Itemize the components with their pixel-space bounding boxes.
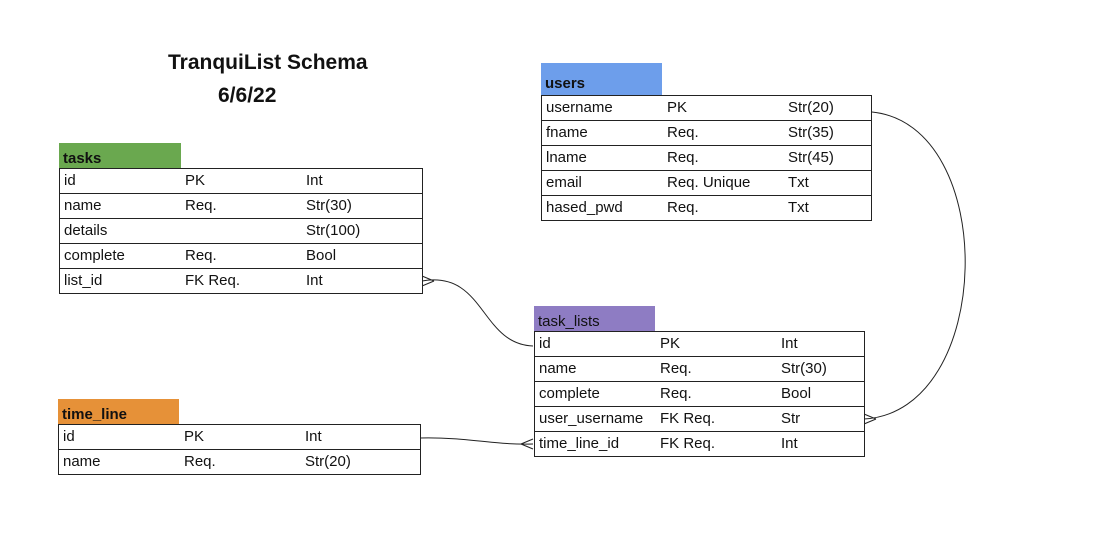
field-type: Txt [788, 174, 809, 191]
field-constraint: Req. [667, 199, 699, 216]
diagram-date: 6/6/22 [218, 84, 277, 107]
table-row: time_line_id FK Req. Int [535, 432, 864, 457]
table-row: user_username FK Req. Str [535, 407, 864, 432]
entity-header-users: users [541, 63, 662, 95]
field-name: complete [539, 385, 600, 402]
field-type: Bool [306, 247, 337, 264]
field-constraint: Req. [185, 247, 217, 264]
table-row: fname Req. Str(35) [542, 121, 871, 146]
field-constraint: PK [660, 335, 681, 352]
crowfoot-task-lists-time-line-id [520, 438, 534, 450]
field-constraint: Req. [660, 385, 692, 402]
field-constraint: FK Req. [185, 272, 241, 289]
table-row: complete Req. Bool [535, 382, 864, 407]
table-row: name Req. Str(30) [535, 357, 864, 382]
entity-rows-time-line: id PK Int name Req. Str(20) [58, 424, 421, 475]
field-type: Str(35) [788, 124, 834, 141]
field-name: name [64, 197, 102, 214]
field-constraint: Req. [667, 124, 699, 141]
field-type: Int [305, 428, 322, 445]
field-name: email [546, 174, 582, 191]
field-type: Txt [788, 199, 809, 216]
table-row: name Req. Str(20) [59, 450, 420, 475]
table-row: id PK Int [60, 169, 422, 194]
field-name: fname [546, 124, 588, 141]
field-constraint: PK [185, 172, 206, 189]
table-row: id PK Int [535, 332, 864, 357]
entity-header-time-line: time_line [58, 399, 179, 424]
field-name: list_id [64, 272, 103, 289]
field-type: Int [781, 435, 798, 452]
table-row: email Req. Unique Txt [542, 171, 871, 196]
field-type: Int [781, 335, 798, 352]
field-name: id [64, 172, 76, 189]
field-constraint: FK Req. [660, 410, 716, 427]
field-type: Str(20) [305, 453, 351, 470]
field-type: Str [781, 410, 801, 427]
table-row: details Str(100) [60, 219, 422, 244]
table-row: name Req. Str(30) [60, 194, 422, 219]
field-type: Str(30) [306, 197, 352, 214]
table-row: hased_pwd Req. Txt [542, 196, 871, 221]
field-name: id [63, 428, 75, 445]
table-row: username PK Str(20) [542, 96, 871, 121]
table-row: id PK Int [59, 425, 420, 450]
field-type: Bool [781, 385, 812, 402]
field-type: Str(30) [781, 360, 827, 377]
field-type: Int [306, 172, 323, 189]
field-name: id [539, 335, 551, 352]
field-constraint: Req. [667, 149, 699, 166]
field-name: details [64, 222, 108, 239]
field-type: Str(45) [788, 149, 834, 166]
relationship-time-line-task-lists [419, 437, 534, 445]
table-row: lname Req. Str(45) [542, 146, 871, 171]
field-name: name [539, 360, 577, 377]
field-constraint: Req. [185, 197, 217, 214]
diagram-title: TranquiList Schema [168, 51, 368, 74]
table-row: complete Req. Bool [60, 244, 422, 269]
field-constraint: PK [667, 99, 688, 116]
field-name: lname [546, 149, 587, 166]
field-constraint: Req. Unique [667, 174, 751, 191]
field-name: hased_pwd [546, 199, 623, 216]
entity-header-task-lists: task_lists [534, 306, 655, 331]
field-name: name [63, 453, 101, 470]
field-constraint: FK Req. [660, 435, 716, 452]
crowfoot-tasks-list-id [421, 275, 435, 287]
relationship-tasks-task-lists [421, 279, 534, 347]
table-row: list_id FK Req. Int [60, 269, 422, 294]
field-name: user_username [539, 410, 644, 427]
field-type: Int [306, 272, 323, 289]
entity-time-line: time_line id PK Int name Req. Str(20) [58, 399, 421, 475]
field-name: complete [64, 247, 125, 264]
field-type: Str(100) [306, 222, 361, 239]
field-constraint: Req. [184, 453, 216, 470]
field-constraint: Req. [660, 360, 692, 377]
field-name: username [546, 99, 613, 116]
entity-header-tasks: tasks [59, 143, 181, 168]
field-type: Str(20) [788, 99, 834, 116]
field-name: time_line_id [539, 435, 620, 452]
relationship-users-task-lists [863, 111, 966, 420]
field-constraint: PK [184, 428, 205, 445]
crowfoot-task-lists-user-username [863, 413, 877, 425]
